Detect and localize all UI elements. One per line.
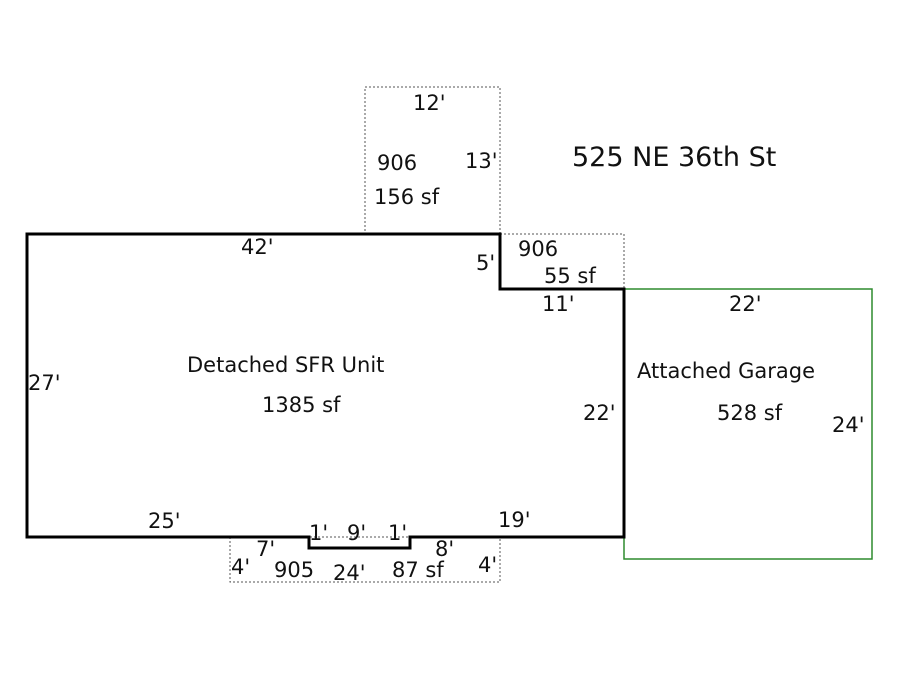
jog-left-dim: 1' <box>309 521 328 545</box>
main-left-dim: 27' <box>28 371 61 395</box>
addition-bottom-width: 24' <box>333 561 366 585</box>
addition-bottom-outline <box>229 536 501 583</box>
main-notch-width: 11' <box>542 292 575 316</box>
garage-area: 528 sf <box>717 401 783 425</box>
garage-label: Attached Garage <box>637 359 815 383</box>
addition-bottom-code: 905 <box>274 558 314 582</box>
main-bottom-left-dim: 25' <box>148 509 181 533</box>
jog-right-dim: 1' <box>388 521 407 545</box>
addition-top-code: 906 <box>377 151 417 175</box>
main-unit-outline <box>25 232 626 550</box>
addition-top-area: 156 sf <box>374 185 440 209</box>
main-bottom-right-dim: 19' <box>498 508 531 532</box>
main-right-dim: 22' <box>583 401 616 425</box>
addition-top-height: 13' <box>465 149 498 173</box>
addition-bottom-left: 4' <box>231 555 250 579</box>
addition-bottom-inner-right: 8' <box>435 537 454 561</box>
garage-top-dim: 22' <box>729 292 762 316</box>
addition-top-width: 12' <box>413 91 446 115</box>
addition-bottom-right: 4' <box>478 553 497 577</box>
addition-notch-code: 906 <box>518 237 558 261</box>
addition-bottom-area: 87 sf <box>392 558 444 582</box>
garage-right-dim: 24' <box>832 413 865 437</box>
main-unit-area: 1385 sf <box>262 393 341 417</box>
addition-notch-area: 55 sf <box>544 264 596 288</box>
address-title: 525 NE 36th St <box>572 142 776 173</box>
main-unit-label: Detached SFR Unit <box>187 353 384 377</box>
addition-bottom-inner-left: 7' <box>256 537 275 561</box>
main-top-dim: 42' <box>241 235 274 259</box>
jog-mid-dim: 9' <box>347 521 366 545</box>
main-notch-depth: 5' <box>476 251 495 275</box>
